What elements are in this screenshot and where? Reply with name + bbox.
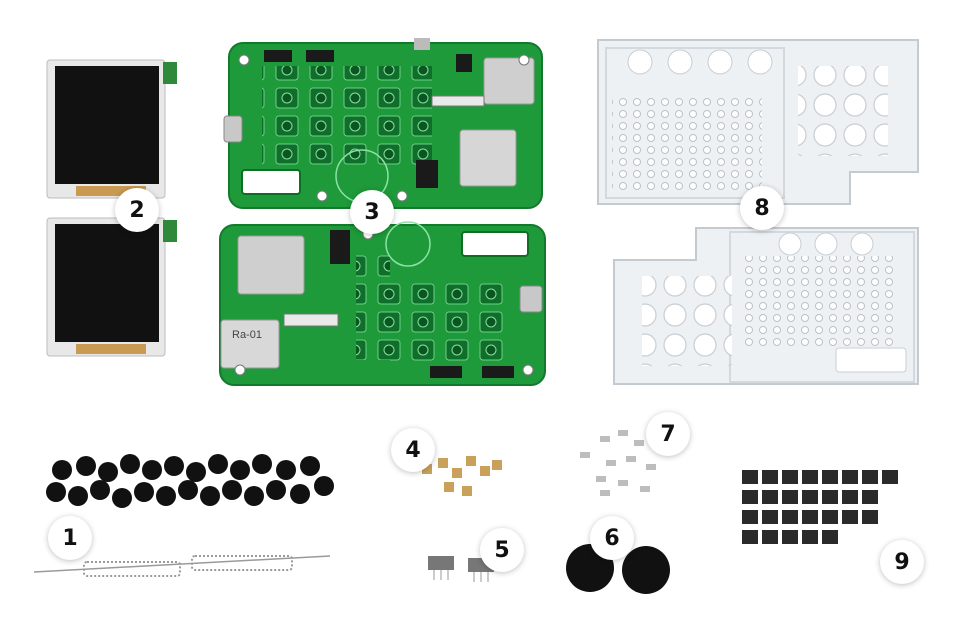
part-1-badge: 1 [48, 516, 92, 560]
acrylic-cases [597, 39, 919, 385]
part-2-badge: 2 [115, 188, 159, 232]
part-3-badge: 3 [350, 190, 394, 234]
slide-switches [428, 556, 494, 582]
part-4-badge: 4 [391, 428, 435, 472]
antenna-springs [33, 555, 331, 577]
acrylic-case-top [597, 39, 919, 205]
tactile-buttons [742, 470, 898, 544]
lcd-screens [46, 59, 177, 357]
part-7-badge: 7 [646, 412, 690, 456]
pcb-boards: Ra-01 [219, 38, 546, 386]
part-8-badge: 8 [740, 186, 784, 230]
button-caps [46, 454, 334, 508]
pcb-board-top [223, 38, 543, 209]
part-6-badge: 6 [590, 516, 634, 560]
part-5-badge: 5 [480, 528, 524, 572]
acrylic-case-bottom [613, 227, 919, 385]
ra01-module-label: Ra-01 [232, 329, 262, 341]
lcd-screen-top [46, 59, 177, 199]
brass-standoffs [422, 456, 502, 496]
part-9-badge: 9 [880, 540, 924, 584]
screws [580, 430, 656, 496]
pcb-board-bottom: Ra-01 [219, 221, 546, 386]
lcd-screen-bottom [46, 217, 177, 357]
